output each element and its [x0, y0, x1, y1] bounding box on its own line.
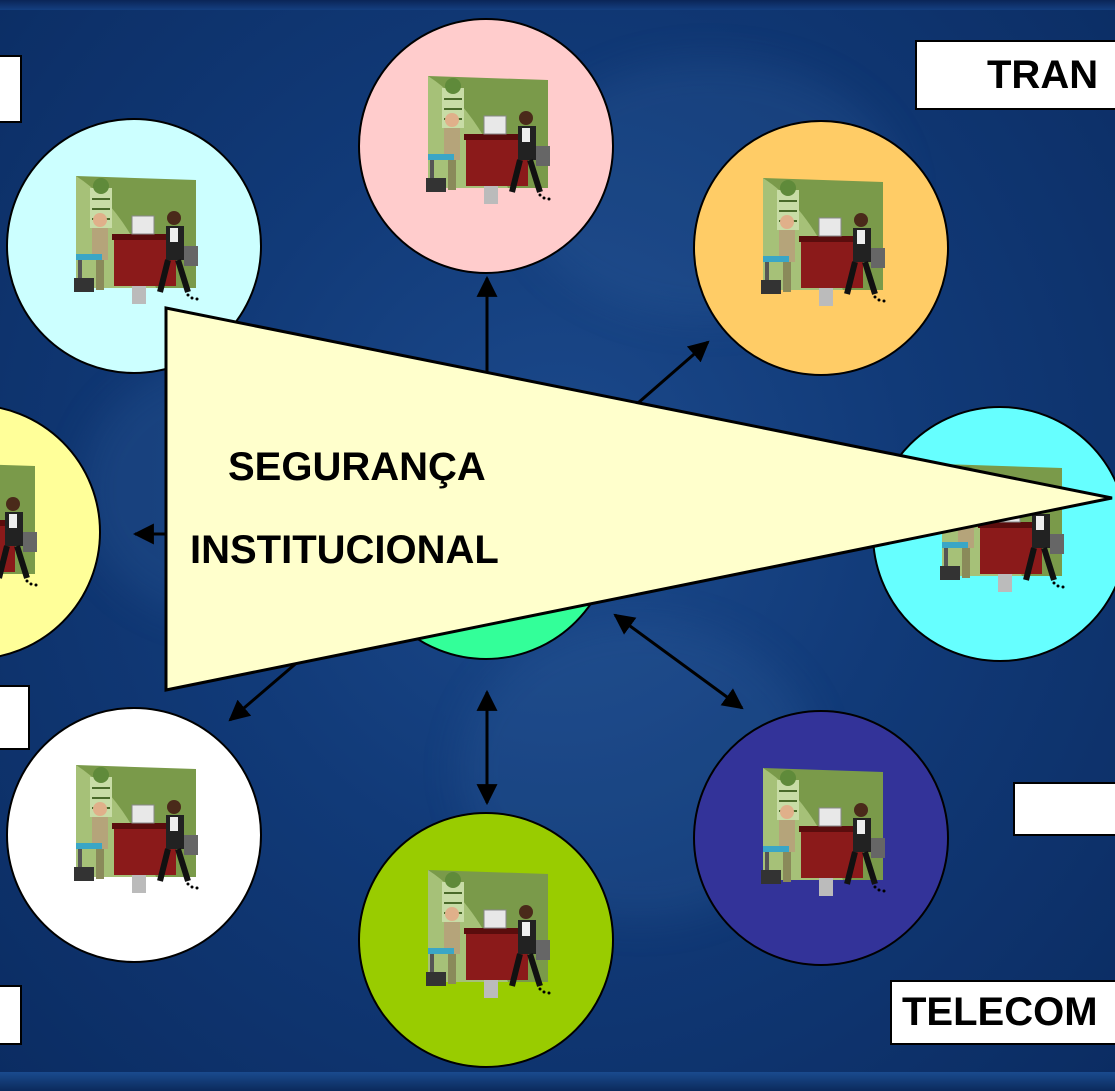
label-box-mid-right: [1013, 782, 1115, 836]
arrow-to-top-right: [629, 340, 710, 412]
office-meeting-clipart-icon: [426, 76, 551, 204]
label-box-mid-left: [0, 685, 30, 750]
office-meeting-clipart-icon: [761, 178, 886, 306]
node-bottom-right: [693, 710, 949, 966]
label-box-top-left: [0, 55, 22, 123]
node-bottom: [358, 812, 614, 1068]
office-meeting-clipart-icon: [74, 176, 199, 304]
office-meeting-clipart-icon: [761, 768, 886, 896]
label-box-bottom-right: TELECOM: [890, 980, 1115, 1045]
label-box-top-right: TRAN: [915, 40, 1115, 110]
top-band: [0, 0, 1115, 10]
node-bottom-left: [6, 707, 262, 963]
node-top: [358, 18, 614, 274]
label-box-bottom-left: [0, 985, 22, 1045]
bottom-band: [0, 1072, 1115, 1091]
center-label-line2: INSTITUCIONAL: [190, 528, 499, 572]
office-meeting-clipart-icon: [74, 765, 199, 893]
node-top-right: [693, 120, 949, 376]
office-meeting-clipart-icon: [0, 464, 38, 587]
center-label-line1: SEGURANÇA: [228, 445, 486, 489]
triangle-shape: [164, 306, 1113, 692]
node-right: [872, 406, 1115, 662]
arrow-to-bottom-right: [613, 613, 744, 710]
arrow-to-bottom-left: [228, 658, 301, 722]
office-meeting-clipart-icon: [426, 870, 551, 998]
